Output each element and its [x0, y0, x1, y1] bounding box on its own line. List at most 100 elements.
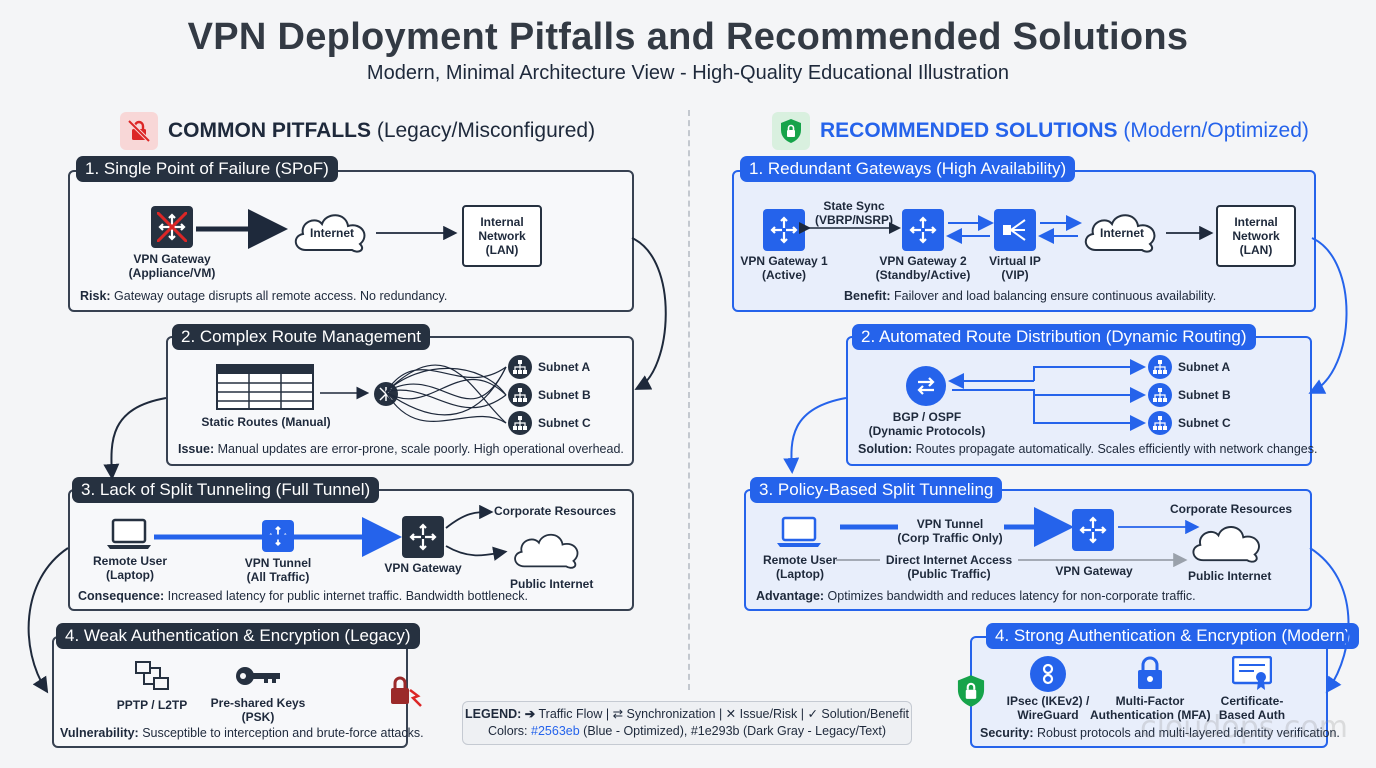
vpn-gateway-1-icon [763, 209, 805, 251]
vpn-tunnel-icon [262, 520, 294, 552]
pitfalls-heading-rest: (Legacy/Misconfigured) [371, 119, 596, 142]
solution-2-bgp-label: BGP / OSPF (Dynamic Protocols) [868, 410, 986, 438]
subnet-a-icon [508, 355, 532, 379]
subnet-c-icon [508, 411, 532, 435]
solution-subnet-a-icon [1148, 355, 1172, 379]
pitfall-4-note: Vulnerability: Susceptible to intercepti… [60, 726, 424, 740]
column-divider [688, 110, 690, 690]
router-hub-icon [374, 382, 398, 406]
flow-s1-to-s2 [1308, 237, 1348, 394]
solution-3-corp-label: Corporate Resources [1170, 502, 1293, 516]
legend-box: LEGEND: ➔ Traffic Flow | ⇄ Synchronizati… [462, 701, 912, 745]
pitfall-4-title: 4. Weak Authentication & Encryption (Leg… [56, 623, 420, 649]
legacy-protocol-icon [134, 660, 170, 697]
watermark: cloudops.com [1140, 710, 1348, 745]
solution-1-gw2-label: VPN Gateway 2 (Standby/Active) [875, 254, 971, 282]
broken-lock-icon [388, 674, 424, 713]
solution-1-note: Benefit: Failover and load balancing ens… [844, 289, 1217, 303]
pitfall-1-note: Risk: Gateway outage disrupts all remote… [80, 289, 448, 303]
solution-subnet-c-icon [1148, 411, 1172, 435]
pitfall-2-subnet-a: Subnet A [538, 360, 591, 374]
pitfall-3-public-label: Public Internet [510, 577, 594, 591]
solution-vpn-gateway-icon [1072, 509, 1114, 551]
solution-2-subnet-c: Subnet C [1178, 416, 1231, 430]
vpn-gateway-icon [402, 516, 444, 558]
solution-3-panel [744, 489, 1312, 611]
pitfall-3-tunnel-label: VPN Tunnel (All Traffic) [244, 556, 312, 584]
solution-3-gateway-label: VPN Gateway [1055, 564, 1133, 578]
solution-4-ipsec-label: IPsec (IKEv2) / WireGuard [1006, 694, 1090, 722]
solution-1-gw1-label: VPN Gateway 1 (Active) [740, 254, 828, 282]
pitfall-3-gateway-label: VPN Gateway [384, 561, 462, 575]
pitfall-4-proto-label: PPTP / L2TP [116, 698, 188, 712]
legend-label: LEGEND: [465, 707, 522, 721]
solution-lan-box: Internal Network (LAN) [1216, 205, 1296, 267]
lan-box: Internal Network (LAN) [462, 205, 542, 267]
vpn-gateway-2-icon [902, 209, 944, 251]
legend-arrow-icon: ➔ [524, 707, 536, 721]
subnet-b-icon [508, 383, 532, 407]
solution-3-user-label: Remote User (Laptop) [762, 553, 838, 581]
solution-2-title: 2. Automated Route Distribution (Dynamic… [852, 324, 1256, 350]
legend-colors-row: Colors: #2563eb (Blue - Optimized), #1e2… [487, 724, 887, 738]
page-title: VPN Deployment Pitfalls and Recommended … [187, 16, 1189, 58]
solution-1-title: 1. Redundant Gateways (High Availability… [740, 156, 1076, 182]
key-icon [234, 664, 282, 693]
legend-items-row: LEGEND: ➔ Traffic Flow | ⇄ Synchronizati… [463, 706, 911, 723]
ipsec-wireguard-icon [1030, 656, 1066, 692]
solution-internet-cloud-icon [1078, 204, 1166, 265]
pitfall-3-corp-label: Corporate Resources [494, 504, 617, 518]
pitfall-1-internet-label: Internet [309, 226, 354, 240]
solution-4-note: Security: Robust protocols and multi-lay… [980, 726, 1340, 740]
laptop-icon [106, 518, 152, 555]
shield-lock-icon [772, 112, 810, 150]
pitfall-2-subnet-b: Subnet B [538, 388, 591, 402]
pitfall-4-psk-label: Pre-shared Keys (PSK) [210, 696, 306, 724]
solution-2-subnet-b: Subnet B [1178, 388, 1231, 402]
solution-4-title: 4. Strong Authentication & Encryption (M… [986, 623, 1360, 649]
solution-4-cert-label: Certificate- Based Auth [1218, 694, 1286, 722]
pitfalls-heading: COMMON PITFALLS (Legacy/Misconfigured) [120, 112, 595, 150]
solution-3-tunnel-label: VPN Tunnel (Corp Traffic Only) [897, 517, 1003, 545]
solution-public-cloud-icon [1186, 516, 1270, 575]
lock-slash-icon [120, 112, 158, 150]
internet-cloud-icon [288, 204, 376, 265]
solutions-heading-rest: (Modern/Optimized) [1117, 119, 1309, 142]
solutions-heading: RECOMMENDED SOLUTIONS (Modern/Optimized) [772, 112, 1309, 150]
legend-blue-hex: #2563eb [531, 724, 580, 738]
solutions-heading-bold: RECOMMENDED SOLUTIONS [820, 119, 1118, 142]
public-internet-cloud-icon [508, 524, 588, 581]
solution-laptop-icon [776, 516, 822, 553]
solution-3-note: Advantage: Optimizes bandwidth and reduc… [756, 589, 1196, 603]
virtual-ip-icon [994, 209, 1036, 251]
mfa-lock-icon [1136, 656, 1164, 695]
solution-2-subnet-a: Subnet A [1178, 360, 1231, 374]
pitfall-1-gateway-label: VPN Gateway (Appliance/VM) [128, 252, 216, 280]
solution-2-note: Solution: Routes propagate automatically… [858, 442, 1318, 456]
pitfall-3-user-label: Remote User (Laptop) [92, 554, 168, 582]
flow-s2-to-s3 [783, 397, 847, 474]
pitfall-1-title: 1. Single Point of Failure (SPoF) [76, 156, 338, 182]
dynamic-routing-icon [906, 366, 946, 406]
flow-p1-to-p2 [631, 237, 667, 390]
pitfall-2-note: Issue: Manual updates are error-prone, s… [178, 442, 624, 456]
pitfall-2-subnet-c: Subnet C [538, 416, 591, 430]
pitfalls-heading-bold: COMMON PITFALLS [168, 119, 371, 142]
legend-items: Traffic Flow | ⇄ Synchronization | ✕ Iss… [535, 707, 909, 721]
solution-1-lan-label: Internal Network (LAN) [1232, 215, 1280, 257]
solution-3-public-label: Public Internet [1188, 569, 1272, 583]
solution-1-sync-label: State Sync (VBRP/NSRP) [814, 199, 893, 227]
solution-subnet-b-icon [1148, 383, 1172, 407]
solution-1-internet-label: Internet [1099, 226, 1144, 240]
pitfall-3-title: 3. Lack of Split Tunneling (Full Tunnel) [72, 477, 380, 503]
vpn-gateway-failed-icon [151, 206, 193, 248]
solution-4-mfa-label: Multi-Factor Authentication (MFA) [1090, 694, 1211, 722]
pitfall-1-lan-label: Internal Network (LAN) [478, 215, 526, 257]
pitfall-3-note: Consequence: Increased latency for publi… [78, 589, 529, 603]
solution-1-vip-label: Virtual IP (VIP) [989, 254, 1041, 282]
solution-3-direct-label: Direct Internet Access (Public Traffic) [885, 553, 1013, 581]
flow-p2-to-p3 [103, 397, 167, 480]
pitfall-2-table-label: Static Routes (Manual) [201, 415, 331, 429]
pitfall-2-title: 2. Complex Route Management [172, 324, 431, 350]
static-route-table-icon [216, 364, 314, 415]
